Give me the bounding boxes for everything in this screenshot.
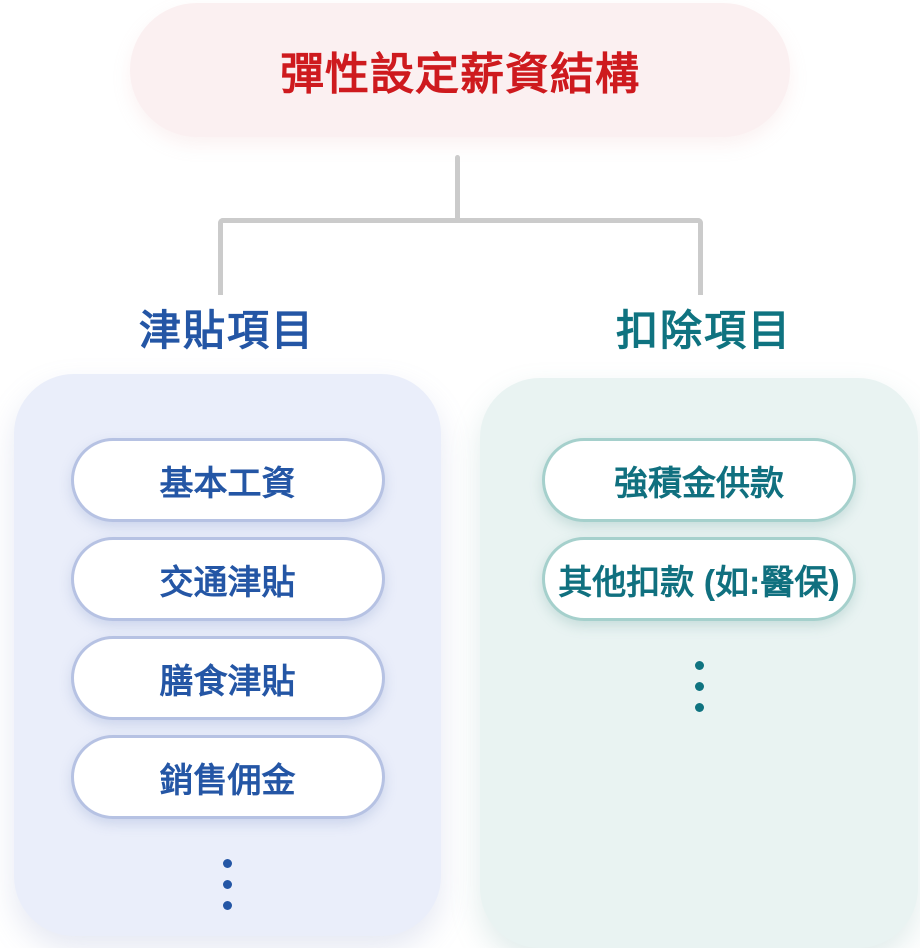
dot (694, 682, 704, 691)
dot (694, 703, 704, 712)
dot (694, 661, 704, 670)
diagram-title: 彈性設定薪資結構 (280, 50, 640, 99)
dot (223, 880, 232, 889)
deduction-item-other: 其他扣款 (如:醫保) (542, 537, 856, 621)
deduction-item-mpf: 強積金供款 (542, 438, 856, 522)
allowance-item-commission: 銷售佣金 (70, 735, 385, 819)
deduction-panel: 強積金供款 其他扣款 (如:醫保) (480, 378, 918, 948)
deduction-branch-heading: 扣除項目 (615, 307, 792, 354)
allowance-more-ellipsis-icon (223, 859, 232, 910)
allowance-panel: 基本工資 交通津貼 膳食津貼 銷售佣金 (14, 374, 441, 936)
allowance-item-meal: 膳食津貼 (70, 636, 385, 720)
allowance-branch-heading: 津貼項目 (138, 307, 315, 354)
connector-stem-line (455, 155, 460, 221)
connector-bracket-line (218, 218, 703, 295)
deduction-more-ellipsis-icon (694, 661, 704, 712)
allowance-item-basic-salary: 基本工資 (70, 438, 385, 522)
root-node: 彈性設定薪資結構 (130, 3, 790, 137)
allowance-item-transport: 交通津貼 (70, 537, 385, 621)
dot (223, 859, 232, 868)
dot (223, 901, 232, 910)
